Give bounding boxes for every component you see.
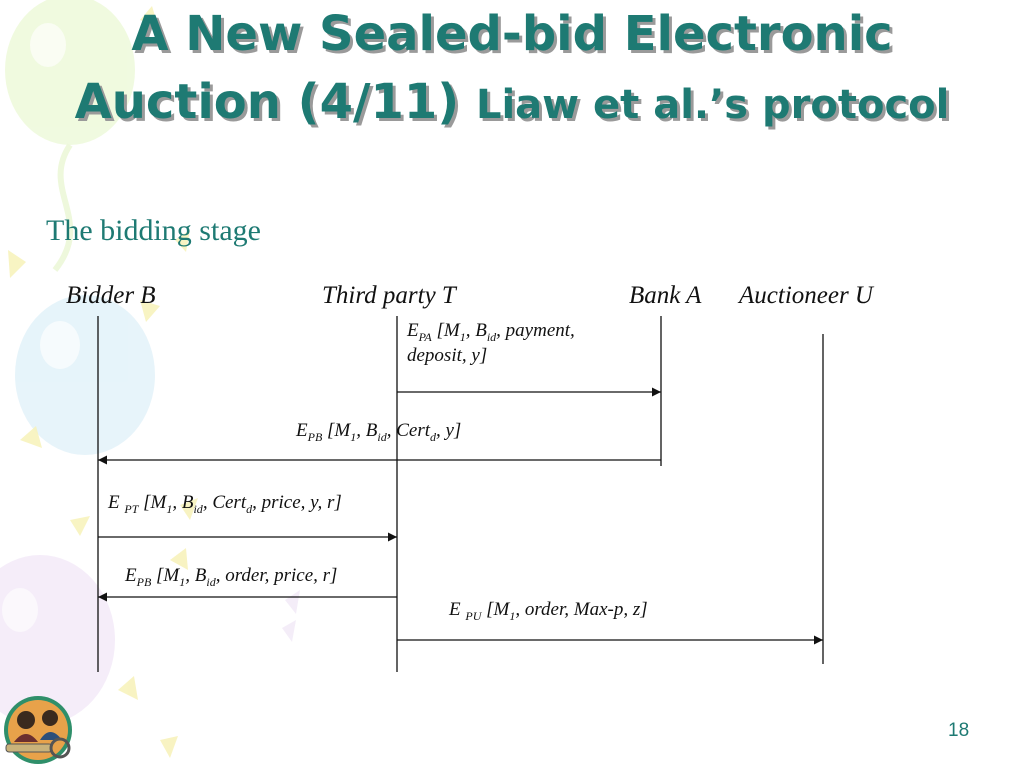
message-certificate-to-bidder: EPB [M1, Bid, Certd, y] — [296, 420, 462, 444]
confetti — [8, 6, 198, 758]
key-logo-icon — [4, 696, 72, 764]
section-subtitle: The bidding stage — [46, 214, 261, 247]
actor-bidder-label: Bidder B — [66, 282, 156, 309]
title-protocol-text: Liaw et al.’s protocol — [475, 82, 950, 128]
message-order-to-bidder: EPB [M1, Bid, order, price, r] — [125, 565, 338, 589]
message-bid-to-third-party: E PT [M1, Bid, Certd, price, y, r] — [108, 492, 342, 516]
message-max-price-to-auctioneer: E PU [M1, order, Max-p, z] — [449, 599, 648, 623]
message-payment-to-bank: EPA [M1, Bid, payment, deposit, y] — [407, 320, 575, 366]
page-number: 18 — [948, 720, 970, 741]
actor-third-party-label: Third party T — [322, 282, 456, 309]
balloon-string — [52, 143, 74, 272]
balloon-purple — [0, 555, 115, 725]
actor-auctioneer-label: Auctioneer U — [739, 282, 873, 309]
slide-title-line-2: Auction (4/11) Liaw et al.’s protocol — [20, 78, 1004, 126]
actor-bank-label: Bank A — [629, 282, 702, 309]
slide-title-line-1: A New Sealed-bid Electronic — [131, 6, 893, 62]
balloon-green — [5, 0, 135, 145]
balloon-blue — [15, 295, 155, 455]
title-main-text: Auction (4/11) — [74, 74, 476, 130]
confetti-faint — [282, 590, 300, 642]
